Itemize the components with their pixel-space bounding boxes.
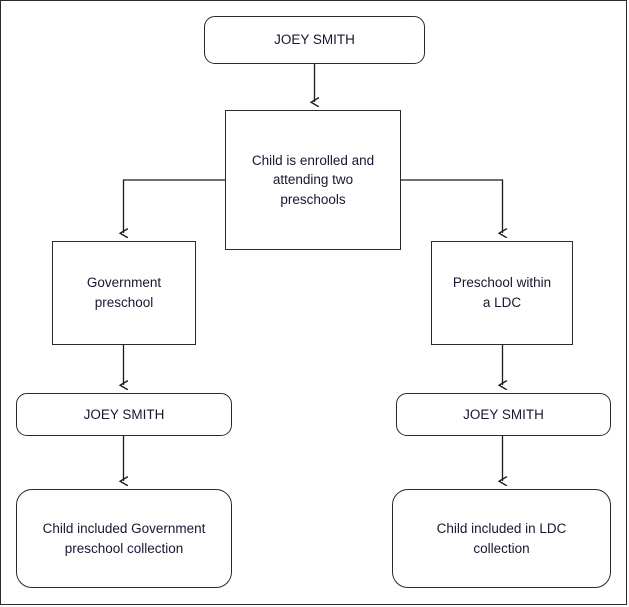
node-root-joey-smith[interactable]: JOEY SMITH: [204, 16, 425, 64]
node-label: JOEY SMITH: [274, 32, 355, 48]
node-outcome-ldc-collection[interactable]: Child included in LDC collection: [392, 489, 611, 588]
edge-decision-to-ldc-preschool: [401, 179, 503, 233]
node-label: Government preschool: [86, 275, 162, 310]
node-label: Child included in LDC collection: [436, 520, 567, 556]
node-label: JOEY SMITH: [463, 406, 544, 422]
node-government-preschool[interactable]: Government preschool: [52, 241, 196, 345]
node-child-left-joey-smith[interactable]: JOEY SMITH: [16, 393, 232, 436]
edge-decision-to-gov-preschool: [124, 179, 225, 233]
node-outcome-government-preschool-collection[interactable]: Child included Government preschool coll…: [16, 489, 232, 588]
node-decision-two-preschools[interactable]: Child is enrolled and attending two pres…: [225, 110, 401, 250]
node-label: JOEY SMITH: [83, 406, 165, 422]
node-child-right-joey-smith[interactable]: JOEY SMITH: [396, 393, 611, 436]
node-label: Child is enrolled and attending two pres…: [251, 152, 375, 207]
node-label: Preschool within a LDC: [452, 275, 552, 310]
node-preschool-within-ldc[interactable]: Preschool within a LDC: [431, 241, 573, 345]
node-label: Child included Government preschool coll…: [42, 520, 206, 556]
